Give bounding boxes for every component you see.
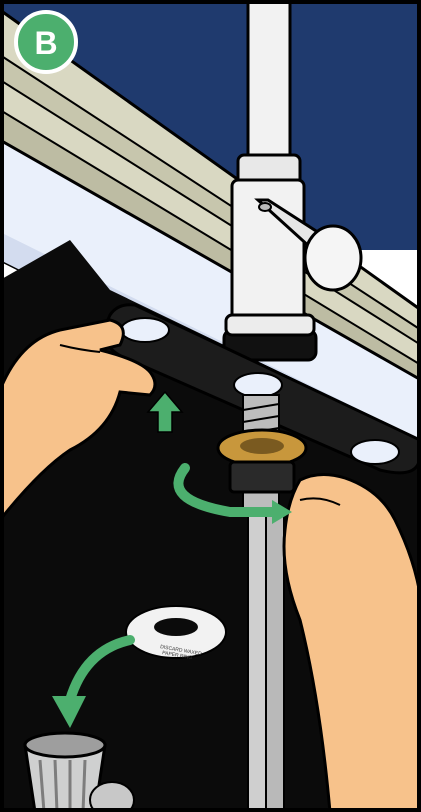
plate-hole-right (351, 440, 399, 464)
faucet-base-chrome (226, 315, 314, 335)
plate-hole-left (121, 318, 169, 342)
supply-line-right (266, 510, 284, 812)
faucet-handle-pivot (259, 203, 271, 211)
mounting-nut (230, 462, 294, 492)
supply-line-left (248, 510, 266, 812)
step-badge: B (16, 12, 76, 72)
step-badge-label: B (34, 25, 57, 61)
plate-hole-center (234, 373, 282, 397)
faucet-spout (248, 0, 290, 160)
faucet-handle-knob (305, 226, 361, 290)
washer-hole (240, 438, 284, 454)
trash-can-lid (90, 782, 134, 812)
